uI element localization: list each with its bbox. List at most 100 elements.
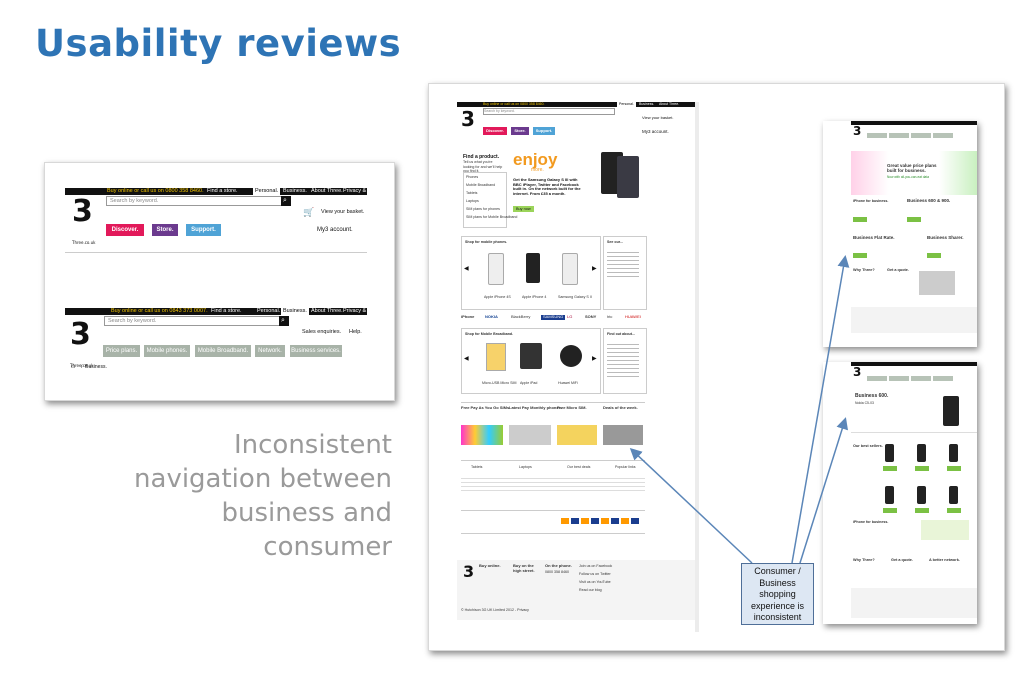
phone-image[interactable]	[562, 253, 578, 285]
mbb-label[interactable]: Apple iPad	[520, 381, 538, 385]
phone-image[interactable]	[917, 444, 926, 462]
category-links[interactable]	[461, 475, 645, 493]
phone-image[interactable]	[949, 486, 958, 504]
my3-account-link[interactable]: My3 account.	[317, 227, 353, 233]
brand-huawei[interactable]: HUAWEI	[625, 314, 641, 319]
block-why-three[interactable]: Why Three?	[853, 268, 875, 272]
business-tab-privacy[interactable]: Privacy & cookies.	[343, 308, 388, 314]
brand-lg[interactable]: LG	[567, 314, 573, 319]
promo-image[interactable]	[461, 425, 503, 445]
brand-htc[interactable]: htc	[607, 314, 613, 319]
side-item-laptops[interactable]: Laptops	[466, 199, 479, 203]
block-sharer[interactable]: Business Sharer.	[927, 235, 964, 240]
phone-label[interactable]: Apple iPhone 4S	[484, 295, 511, 299]
buy-online-link[interactable]: Buy online or call us on 0800 358 8460.	[107, 188, 204, 194]
link-list[interactable]	[607, 249, 639, 277]
phone-image[interactable]	[885, 486, 894, 504]
brand-iphone[interactable]: iPhone	[461, 314, 475, 319]
link-list[interactable]	[607, 341, 639, 377]
business-tab-about[interactable]: About Three.	[311, 308, 343, 314]
brand-sony[interactable]: SONY	[585, 314, 597, 319]
buy-online-link[interactable]: Buy online or call us on 0800 358 8460.	[483, 102, 545, 106]
footer-buy-online[interactable]: Buy online.	[479, 563, 501, 568]
cta-button[interactable]	[883, 508, 897, 513]
cta-button[interactable]	[915, 508, 929, 513]
brand-blackberry[interactable]: BlackBerry	[511, 314, 531, 319]
cta-button[interactable]	[927, 253, 941, 258]
nav-support[interactable]: Support.	[186, 224, 221, 236]
search-button[interactable]: ⌕	[281, 196, 291, 206]
help-link[interactable]: Help.	[349, 329, 362, 335]
carousel-prev-icon[interactable]: ◀	[464, 266, 469, 272]
three-logo[interactable]: 3	[853, 124, 862, 138]
nav-item[interactable]	[867, 133, 887, 138]
cta-button[interactable]	[947, 508, 961, 513]
promo-micro-sim[interactable]: Free Micro SIM.	[557, 405, 587, 410]
cta-button[interactable]	[853, 253, 867, 258]
promo-deals[interactable]: Deals of the week.	[603, 405, 638, 410]
phone-label[interactable]: Samsung Galaxy S II	[558, 295, 592, 299]
category-best-deals[interactable]: Our best deals	[567, 465, 591, 469]
nav-item[interactable]	[889, 133, 909, 138]
category-popular[interactable]: Popular links	[615, 465, 636, 469]
promo-image[interactable]	[603, 425, 643, 445]
business-buy-online-link[interactable]: Buy online or call us on 0843 373 0007.	[111, 308, 208, 314]
tab-personal[interactable]: Personal.	[253, 188, 281, 195]
nav-item[interactable]	[889, 376, 909, 381]
tab-personal[interactable]: Personal.	[617, 102, 636, 107]
mbb-label[interactable]: Huawei MiFi	[558, 381, 578, 385]
phone-image[interactable]	[949, 444, 958, 462]
tab-about-three[interactable]: About Three.	[311, 188, 343, 194]
promo-image[interactable]	[921, 520, 969, 540]
tab-business[interactable]: Business.	[639, 102, 655, 106]
three-logo[interactable]: 3	[461, 107, 475, 131]
sales-enquiries-link[interactable]: Sales enquiries.	[302, 329, 342, 335]
phone-image[interactable]	[526, 253, 540, 283]
mbb-label[interactable]: Micro-USB Micro SIM	[482, 381, 517, 385]
page-scrollbar[interactable]	[695, 102, 699, 632]
side-item-tablets[interactable]: Tablets	[466, 191, 478, 195]
footer-high-street[interactable]: Buy on the high street.	[513, 563, 535, 573]
hero-buy-button[interactable]: Buy now	[513, 206, 534, 212]
business-find-store-link[interactable]: Find a store.	[211, 308, 242, 314]
social-blog[interactable]: Read our blog	[579, 588, 602, 592]
phone-label[interactable]: Apple iPhone 4	[522, 295, 547, 299]
footer-phone-number[interactable]: 0800 358 8460	[545, 570, 569, 574]
business-tab-personal[interactable]: Personal.	[257, 308, 281, 314]
promo-image[interactable]	[509, 425, 551, 445]
tab-privacy[interactable]: Privacy & cookies.	[343, 188, 388, 194]
promo-pay-monthly[interactable]: Latest Pay Monthly phones.	[509, 405, 562, 410]
find-store-link[interactable]: Find a store.	[207, 188, 238, 194]
social-facebook[interactable]: Join us on Facebook	[579, 564, 613, 568]
block-iphone[interactable]: iPhone for business.	[853, 199, 889, 203]
nav-network[interactable]: Network.	[255, 345, 285, 357]
block-get-quote[interactable]: Get a quote.	[891, 558, 913, 562]
category-tablets[interactable]: Tablets	[471, 465, 483, 469]
phone-image[interactable]	[917, 486, 926, 504]
tab-about[interactable]: About Three.	[659, 102, 680, 106]
brand-samsung[interactable]: SAMSUNG	[541, 314, 566, 320]
nav-price-plans[interactable]: Price plans.	[103, 345, 140, 357]
nav-business-services[interactable]: Business services.	[290, 345, 342, 357]
nav-mobile-broadband[interactable]: Mobile Broadband.	[195, 345, 251, 357]
business-search-button[interactable]: ⌕	[279, 316, 289, 326]
nav-support[interactable]: Support.	[533, 127, 555, 135]
nav-item[interactable]	[933, 133, 953, 138]
category-laptops[interactable]: Laptops	[519, 465, 532, 469]
promo-image[interactable]	[557, 425, 597, 445]
sim-image[interactable]	[486, 343, 506, 371]
carousel-next-icon[interactable]: ▶	[592, 266, 597, 272]
nav-store[interactable]: Store.	[511, 127, 529, 135]
cta-button[interactable]	[853, 217, 867, 222]
block-iphone[interactable]: iPhone for business.	[853, 520, 889, 524]
view-basket-link[interactable]: View your basket.	[321, 209, 365, 215]
block-flat-rate[interactable]: Business Flat Rate.	[853, 235, 895, 240]
hero-banner[interactable]: enjoy more. Get the Samsung Galaxy S III…	[513, 150, 645, 225]
block-get-quote[interactable]: Get a quote.	[887, 268, 909, 272]
side-item-sim-mbb[interactable]: SIM plans for Mobile Broadband	[466, 215, 518, 219]
promo-free-sims[interactable]: Free Pay As You Go SIMs.	[461, 405, 511, 410]
mifi-image[interactable]	[560, 345, 582, 367]
nav-item[interactable]	[867, 376, 887, 381]
